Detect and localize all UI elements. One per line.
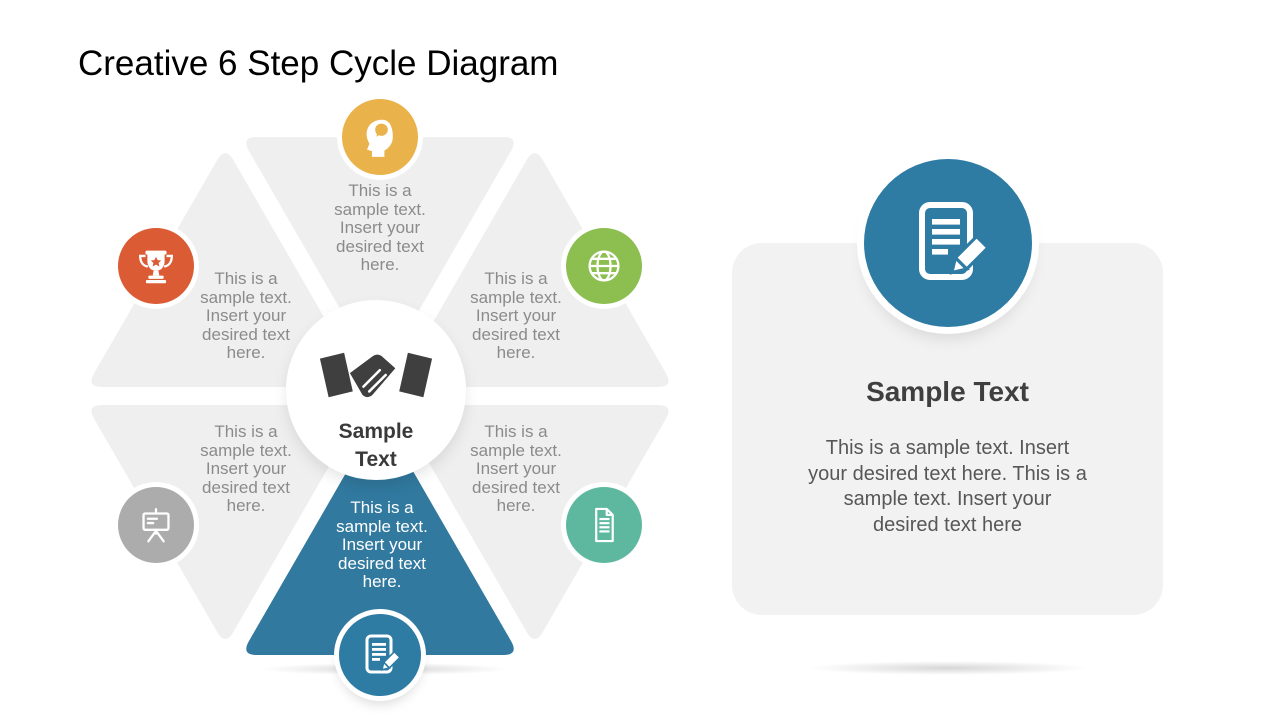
triangle-segment-top-right bbox=[399, 152, 669, 387]
detail-card-body: This is a sample text. Insert your desir… bbox=[808, 437, 1087, 536]
triangle-segment-bottom-right bbox=[399, 405, 669, 640]
detail-card-icon-circle bbox=[864, 159, 1032, 327]
note-pencil-icon bbox=[365, 634, 402, 674]
note-pencil-icon bbox=[919, 202, 991, 280]
cycle-diagram bbox=[91, 137, 669, 655]
globe-icon bbox=[588, 250, 620, 282]
triangle-segment-bottom-highlighted bbox=[246, 419, 514, 655]
step-icon-circle-bottom bbox=[339, 614, 421, 696]
slide-title: Creative 6 Step Cycle Diagram bbox=[78, 44, 559, 83]
step-text-bottom: This is a sample text. Insert your desir… bbox=[336, 498, 428, 591]
center-circle: Sample Text bbox=[290, 304, 462, 476]
step-icon-circle-top-right bbox=[566, 228, 642, 304]
step-icon-circle-bottom-right bbox=[566, 487, 642, 563]
step-text-top-left: This is a sample text. Insert your desir… bbox=[200, 269, 292, 362]
head-brain-icon bbox=[366, 119, 393, 157]
step-icon-circle-top-left bbox=[118, 228, 194, 304]
card-ground-shadow bbox=[768, 659, 1128, 677]
step-text-top: This is a sample text. Insert your desir… bbox=[334, 181, 426, 274]
center-label: Sample Text bbox=[338, 420, 414, 471]
step-icon-circle-bottom-left bbox=[118, 487, 194, 563]
triangle-segment-top-left bbox=[91, 152, 361, 387]
step-icon-circle-top bbox=[342, 99, 418, 175]
detail-card-heading: Sample Text bbox=[866, 376, 1029, 407]
document-icon bbox=[595, 507, 614, 543]
step-text-bottom-left: This is a sample text. Insert your desir… bbox=[200, 422, 292, 515]
triangle-segment-bottom-left bbox=[91, 405, 361, 640]
step-text-top-right: This is a sample text. Insert your desir… bbox=[470, 269, 562, 362]
presentation-board-icon bbox=[142, 508, 170, 543]
triangle-segment-top bbox=[246, 137, 514, 373]
trophy-icon bbox=[139, 250, 173, 284]
step-text-bottom-right: This is a sample text. Insert your desir… bbox=[470, 422, 562, 515]
handshake-icon bbox=[319, 352, 433, 398]
